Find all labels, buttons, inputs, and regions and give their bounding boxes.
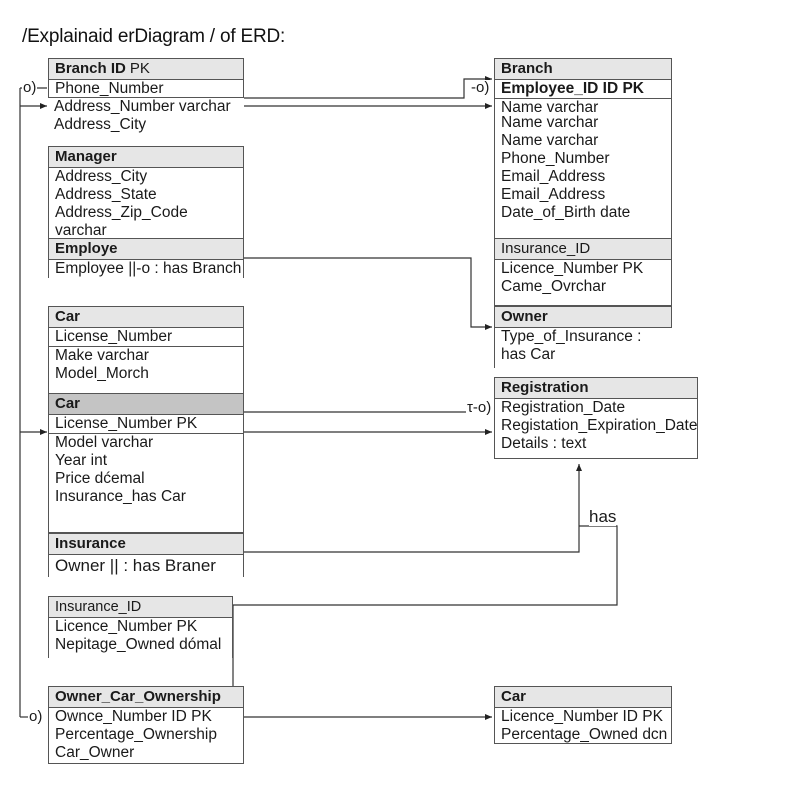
attribute-row: Ownce_Number ID PK [55, 708, 212, 725]
attribute-row: Licence_Number ID PK [501, 708, 663, 725]
entity-registration: Registration Registration_Date Registati… [494, 377, 698, 459]
attribute-row: Email_Address [501, 168, 606, 185]
diagram-title: /Explainaid erDiagram / of ERD: [22, 26, 286, 47]
entity-manager: Manager Address_City Address_State Addre… [48, 146, 244, 239]
attribute-row: Registration_Date [501, 399, 626, 416]
entity-header: Owner [495, 307, 672, 328]
entity-header: Registration [495, 378, 697, 399]
attribute-row: Email_Address [501, 186, 606, 203]
attribute-row: Address_Number varchar [54, 98, 231, 115]
entity-branch: Branch Employee_ID ID PK Name varchar [494, 58, 672, 116]
entity-header: Car [49, 394, 243, 415]
insurance-to-registration-line [244, 464, 582, 553]
entity-car-1: Car License_Number Make varchar Model_Mo… [48, 306, 244, 394]
attribute-row: Phone_Number [501, 150, 610, 167]
entity-header: Branch [495, 59, 671, 80]
entity-header: Insurance_ID [495, 239, 671, 260]
entity-header: Insurance_ID [49, 597, 232, 618]
entity-owner-car-ownership: Owner_Car_Ownership Ownce_Number ID PK P… [48, 686, 244, 764]
attribute-row: Employee ||-o : has Branch [55, 260, 242, 277]
attribute-row: Came_Ovrchar [501, 278, 607, 295]
employe-to-owner-line [244, 257, 492, 330]
attribute-row: License_Number [49, 328, 243, 347]
attribute-row: Year int [55, 452, 107, 469]
attribute-row: Name varchar [501, 132, 599, 149]
entity-insurance-id-right: Insurance_ID Licence_Number PK Came_Ovrc… [494, 238, 672, 306]
attribute-row: Percentage_Ownership [55, 726, 217, 743]
cardinality-marker-left-top: o) [22, 79, 38, 96]
attribute-row: varchar [55, 222, 107, 239]
attribute-row: Registation_Expiration_Date [501, 417, 698, 434]
attribute-row: Licence_Number PK [501, 260, 644, 277]
attribute-row: Model varchar [55, 434, 154, 451]
attribute-row: Address_State [55, 186, 157, 203]
attribute-row: Date_of_Birth date [501, 204, 631, 221]
entity-car-2: Car License_Number PK Model varchar Year… [48, 393, 244, 533]
attribute-row: Car_Owner [55, 744, 135, 761]
attribute-row: Details : text [501, 435, 587, 452]
attribute-row: Model_Morch [55, 365, 149, 382]
entity-header: Employe [49, 239, 243, 260]
entity-employe: Employe Employee ||-o : has Branch [48, 238, 244, 278]
entity-header: Owner_Car_Ownership [49, 687, 243, 708]
attribute-row: Nepitage_Owned dómal [55, 636, 222, 653]
entity-header: Car [495, 687, 671, 708]
entity-header: Insurance [49, 534, 243, 555]
entity-header: Car [49, 307, 243, 328]
entity-car-right: Car Licence_Number ID PK Percentage_Owne… [494, 686, 672, 744]
attribute-row: Licence_Number PK [55, 618, 198, 635]
attribute-row: Insurance_has Car [55, 488, 186, 505]
entity-owner: Owner Type_of_Insurance : has Car [494, 306, 672, 368]
attribute-row: Name varchar [501, 114, 599, 131]
attribute-row: Make varchar [55, 347, 149, 364]
cardinality-marker-left-bottom: o) [28, 708, 44, 725]
entity-header: Manager [49, 147, 243, 168]
attribute-row: Address_Zip_Code [55, 204, 188, 221]
relationship-label-has: has [589, 507, 617, 526]
attribute-row: Percentage_Owned dcn [501, 726, 668, 743]
attribute-row: Name varchar [501, 99, 599, 116]
attribute-row: License_Number PK [49, 415, 243, 434]
entity-insurance-id-left: Insurance_ID Licence_Number PK Nepitage_… [48, 596, 233, 658]
attribute-row: Address_City [55, 168, 148, 185]
attribute-row: Phone_Number [55, 80, 164, 97]
attribute-row: has Car [501, 346, 556, 363]
attribute-row: Price dćemal [55, 470, 145, 487]
cardinality-marker-registration: τ-o) [466, 399, 493, 416]
cardinality-marker-branch: -o) [470, 79, 491, 96]
attribute-row: Employee_ID ID PK [495, 80, 671, 99]
entity-insurance: Insurance Owner || : has Braner [48, 533, 244, 577]
attribute-row: Owner || : has Braner [55, 556, 216, 575]
attribute-row: Type_of_Insurance : [501, 328, 642, 345]
attribute-row: Address_City [54, 116, 147, 133]
branch-attribute-list: Name varchar Name varchar Phone_Number E… [494, 114, 672, 238]
